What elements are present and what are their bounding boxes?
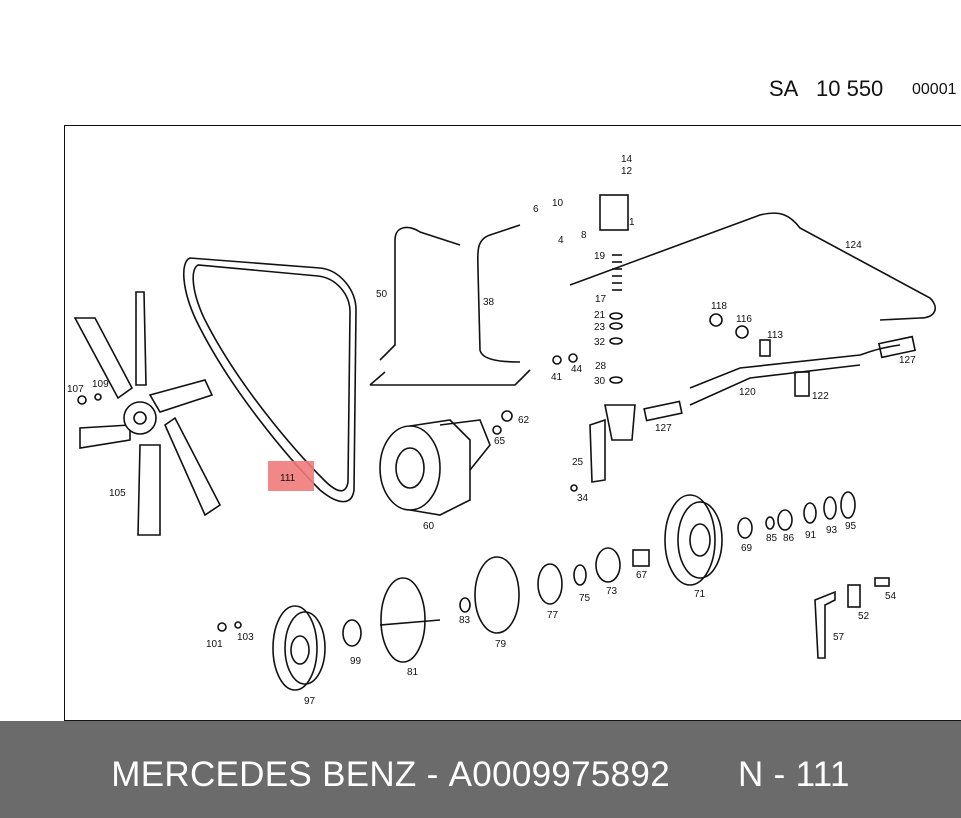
pipe-120	[689, 344, 901, 389]
part-97-drawing	[272, 605, 326, 691]
callout: 93	[826, 525, 838, 536]
callout: 99	[350, 656, 362, 667]
brand-name: MERCEDES BENZ	[111, 755, 417, 794]
callout: 52	[858, 611, 870, 622]
callout: 21	[594, 310, 606, 321]
diagram-frame	[64, 125, 961, 721]
callout: 127	[655, 423, 672, 434]
callout: 44	[571, 364, 583, 375]
callout: 8	[581, 230, 587, 241]
footer-caption: MERCEDES BENZ - A0009975892 N - 111	[0, 755, 961, 795]
callout: 65	[494, 436, 506, 447]
callout: 118	[711, 301, 727, 312]
callout: 10	[552, 198, 564, 209]
pipe-124	[569, 212, 936, 321]
pipe-38	[476, 224, 521, 363]
callout: 81	[407, 667, 419, 678]
callout: 120	[739, 387, 756, 398]
callout: 107	[67, 384, 84, 395]
callout: 127	[899, 355, 916, 366]
pipe-50	[379, 226, 461, 361]
callout: 116	[736, 314, 752, 325]
footer-separator: -	[426, 755, 439, 794]
callout: 19	[594, 251, 606, 262]
callout: 67	[636, 570, 648, 581]
footer-bar	[0, 721, 961, 818]
callout: 41	[551, 372, 563, 383]
bracket-57	[814, 590, 836, 659]
o-ring-79	[474, 556, 520, 634]
sa-label: SA	[769, 76, 799, 101]
callout: 101	[206, 639, 223, 650]
callout: 54	[885, 591, 897, 602]
bracket-25	[589, 418, 606, 483]
callout: 23	[594, 322, 606, 333]
callout: 28	[595, 361, 607, 372]
callout: 38	[483, 297, 495, 308]
valve-stack	[599, 194, 629, 384]
callout: 30	[594, 376, 606, 387]
callout: 97	[304, 696, 316, 707]
part-81-drawing	[379, 577, 441, 663]
sa-number: 10 550	[816, 76, 884, 101]
callout: 1	[629, 217, 635, 228]
part-60-drawing	[379, 419, 491, 516]
callout: 73	[606, 586, 618, 597]
callout: 122	[812, 391, 829, 402]
callout: 113	[767, 330, 783, 341]
callout: 124	[845, 240, 862, 251]
callout: 50	[376, 289, 388, 300]
callout: 85	[766, 533, 778, 544]
callout: 25	[572, 457, 584, 468]
callout: 14	[621, 154, 633, 165]
callout: 103	[237, 632, 254, 643]
callout: 57	[833, 632, 845, 643]
callout: 6	[533, 204, 539, 215]
callout: 32	[594, 337, 606, 348]
callout: 105	[109, 488, 126, 499]
highlight-box	[268, 461, 314, 491]
callout: 71	[694, 589, 706, 600]
callout: 60	[423, 521, 435, 532]
callout: 95	[845, 521, 857, 532]
callout: 109	[92, 379, 109, 390]
part-number: A0009975892	[448, 755, 670, 794]
callout: 62	[518, 415, 530, 426]
callout: 12	[621, 166, 633, 177]
callout: 86	[783, 533, 795, 544]
highlight-label: 111	[280, 473, 296, 484]
callout: 77	[547, 610, 559, 621]
callouts: 14 12 1 6 10 8 4 19 124 17 21 23 32 28 3…	[67, 154, 916, 707]
callout: 69	[741, 543, 753, 554]
callout: 75	[579, 593, 591, 604]
callout: 79	[495, 639, 507, 650]
callout: 91	[805, 530, 817, 541]
sa-code: 00001	[912, 81, 957, 98]
callout: 34	[577, 493, 589, 504]
callout: 4	[558, 235, 564, 246]
fan-drawing	[73, 291, 222, 536]
callout: 17	[595, 294, 607, 305]
part-71-drawing	[664, 494, 723, 586]
callout: 83	[459, 615, 471, 626]
reference-number: N - 111	[738, 755, 850, 794]
